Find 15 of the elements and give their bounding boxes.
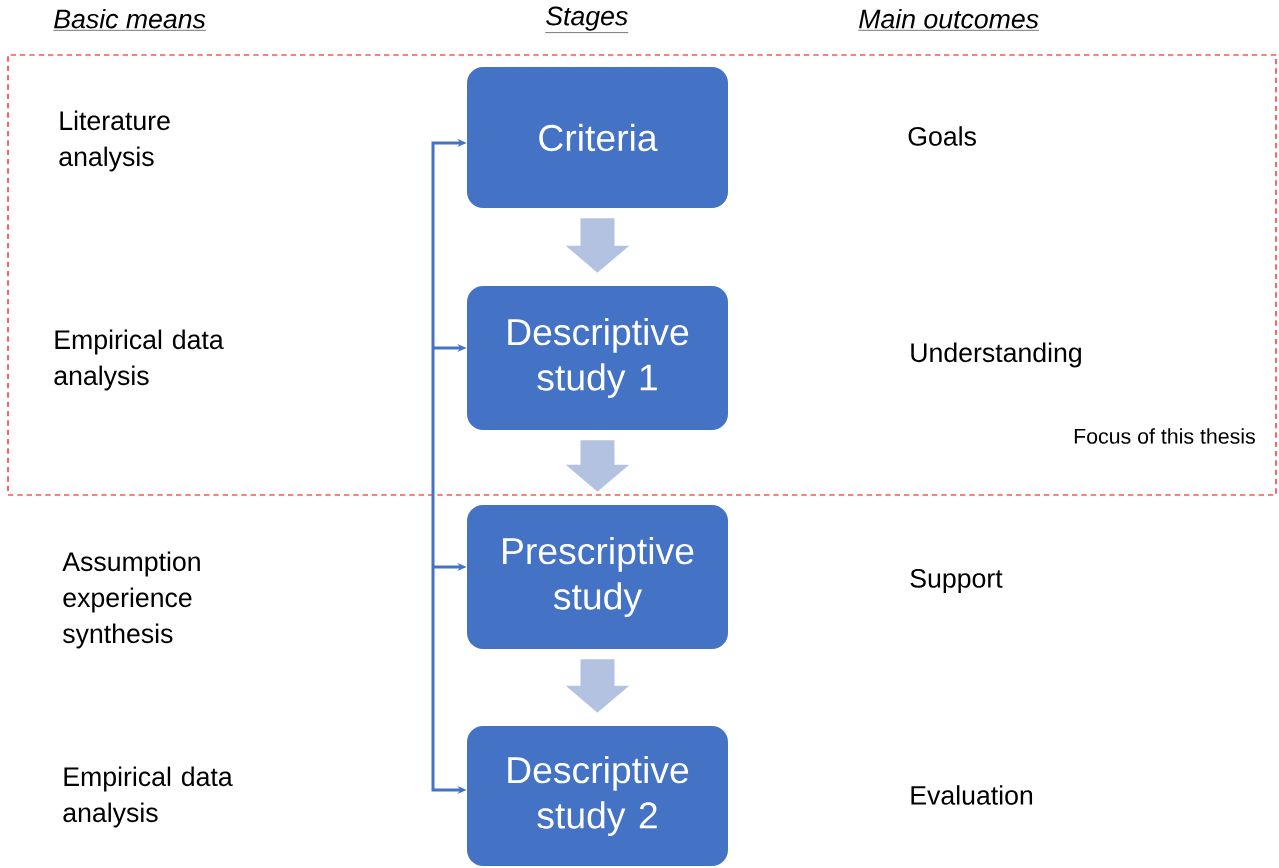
- means-text: Literature analysis: [59, 110, 170, 172]
- stage-box: Descriptive study 1: [467, 286, 728, 430]
- column-heading: Stages: [545, 6, 629, 33]
- stage-box: Prescriptive study: [467, 505, 728, 649]
- outcome-text: Support: [910, 568, 1003, 594]
- stage-box: Descriptive study 2: [467, 726, 728, 866]
- outcome-text: Evaluation: [911, 785, 1033, 805]
- means-text: Assumption experience synthesis: [62, 551, 200, 649]
- outcome-text: Understanding: [911, 342, 1081, 368]
- means-text: Empirical data analysis: [63, 766, 233, 828]
- means-text: Empirical data analysis: [54, 329, 224, 391]
- outcome-text: Goals: [908, 126, 976, 146]
- column-heading: Main outcomes: [858, 8, 1040, 31]
- stage-box: Criteria: [467, 67, 728, 208]
- column-heading: Basic means: [53, 8, 207, 31]
